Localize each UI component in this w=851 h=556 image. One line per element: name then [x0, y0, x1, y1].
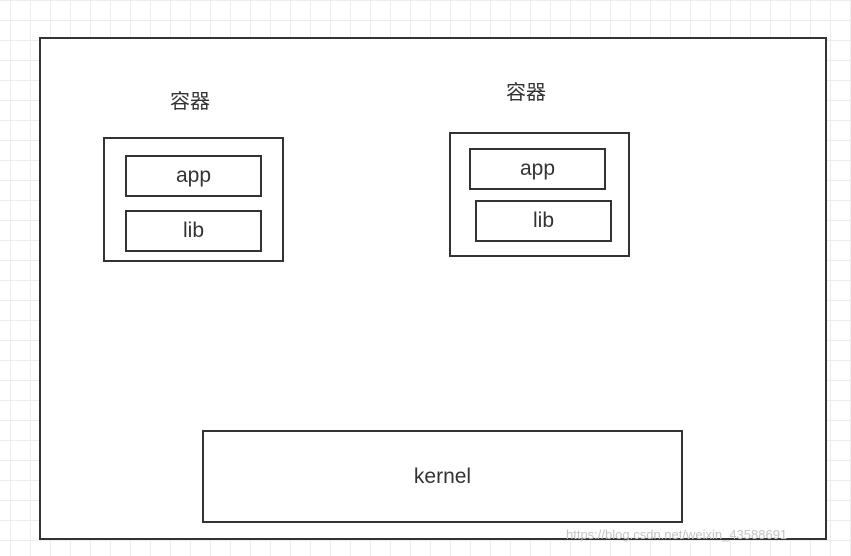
container-1-lib-box: lib [125, 210, 262, 252]
container-2-lib-box: lib [475, 200, 612, 242]
container-2-title: 容器 [506, 80, 546, 104]
container-2-app-box: app [469, 148, 606, 190]
container-1-app-box: app [125, 155, 262, 197]
container-1-title: 容器 [170, 89, 210, 113]
watermark-text: https://blog.csdn.net/weixin_43588691 [566, 527, 788, 542]
kernel-box: kernel [202, 430, 683, 523]
